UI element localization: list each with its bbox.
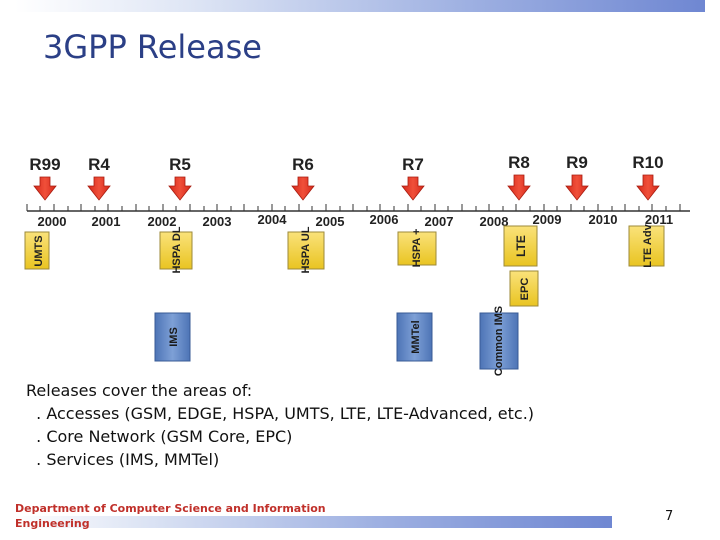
release-label-r99: R99 bbox=[29, 155, 60, 174]
feature-label-epc: EPC bbox=[519, 278, 531, 301]
footer-decorative-bar bbox=[15, 516, 612, 528]
year-label-2000: 2000 bbox=[38, 214, 67, 229]
top-decorative-bar bbox=[15, 0, 705, 12]
feature-epc: EPC bbox=[509, 270, 539, 307]
feature-label-hspa-plus: HSPA + bbox=[411, 229, 423, 268]
slide-title: 3GPP Release bbox=[43, 28, 262, 66]
year-label-2001: 2001 bbox=[92, 214, 121, 229]
service-label-common-ims: Common IMS bbox=[493, 306, 505, 376]
service-mmtel: MMTel bbox=[396, 312, 433, 362]
page-number: 7 bbox=[665, 509, 674, 524]
release-label-r6: R6 bbox=[292, 155, 314, 174]
release-arrow-r7 bbox=[401, 176, 425, 201]
release-label-r7: R7 bbox=[402, 155, 424, 174]
feature-hspa-ul: HSPA UL bbox=[287, 226, 325, 274]
feature-label-umts: UMTS bbox=[33, 235, 45, 266]
release-timeline-diagram: R99 R4 R5 R6 R7 R8 R9 R10 bbox=[24, 153, 690, 376]
release-arrow-r6 bbox=[291, 176, 315, 201]
year-label-2003: 2003 bbox=[203, 214, 232, 229]
description-intro: Releases cover the areas of: bbox=[26, 381, 253, 400]
description-bullet-accesses: . Accesses (GSM, EDGE, HSPA, UMTS, LTE, … bbox=[26, 402, 534, 425]
release-arrow-r4 bbox=[87, 176, 111, 201]
year-label-2004: 2004 bbox=[258, 212, 288, 227]
service-ims: IMS bbox=[154, 312, 191, 362]
department-line-2: Engineering bbox=[15, 517, 90, 530]
department-line-1: Department of Computer Science and Infor… bbox=[15, 502, 326, 515]
release-label-r8: R8 bbox=[508, 153, 530, 172]
feature-hspa-plus: HSPA + bbox=[397, 229, 437, 268]
service-label-mmtel: MMTel bbox=[410, 320, 422, 353]
release-label-r4: R4 bbox=[88, 155, 110, 174]
release-label-r10: R10 bbox=[632, 153, 663, 172]
year-label-2011: 2011 bbox=[645, 212, 673, 227]
year-label-2006: 2006 bbox=[370, 212, 399, 227]
description-bullet-core-network: . Core Network (GSM Core, EPC) bbox=[26, 425, 534, 448]
department-footer: Department of Computer Science and Infor… bbox=[15, 501, 326, 531]
description-bullet-services: . Services (IMS, MMTel) bbox=[26, 448, 534, 471]
year-label-2007: 2007 bbox=[425, 214, 454, 229]
release-arrow-r10 bbox=[636, 174, 660, 201]
year-label-2010: 2010 bbox=[589, 212, 618, 227]
year-label-2008: 2008 bbox=[480, 214, 509, 229]
release-arrow-r9 bbox=[565, 174, 589, 201]
release-arrow-r99 bbox=[33, 176, 57, 201]
service-label-ims: IMS bbox=[168, 327, 180, 347]
feature-label-lte-adv: LTE Adv bbox=[642, 223, 654, 267]
releases-description: Releases cover the areas of: . Accesses … bbox=[26, 379, 534, 471]
feature-lte: LTE bbox=[503, 225, 538, 267]
release-arrow-r8 bbox=[507, 174, 531, 201]
feature-lte-adv: LTE Adv bbox=[628, 223, 665, 268]
release-label-r5: R5 bbox=[169, 155, 191, 174]
feature-umts: UMTS bbox=[24, 231, 50, 270]
feature-label-lte: LTE bbox=[514, 235, 528, 257]
year-label-2002: 2002 bbox=[148, 214, 177, 229]
feature-label-hspa-dl: HSPA DL bbox=[171, 226, 183, 273]
description-bullet-accesses-text: . Accesses (GSM, EDGE, HSPA, UMTS, LTE, … bbox=[36, 404, 535, 423]
year-label-2005: 2005 bbox=[316, 214, 345, 229]
release-label-r9: R9 bbox=[566, 153, 588, 172]
timeline-ticks bbox=[26, 204, 681, 211]
description-bullet-services-text: . Services (IMS, MMTel) bbox=[36, 450, 220, 469]
release-arrow-r5 bbox=[168, 176, 192, 201]
service-common-ims: Common IMS bbox=[479, 306, 519, 376]
description-bullet-core-network-text: . Core Network (GSM Core, EPC) bbox=[36, 427, 293, 446]
year-label-2009: 2009 bbox=[533, 212, 562, 227]
feature-label-hspa-ul: HSPA UL bbox=[300, 226, 312, 273]
feature-hspa-dl: HSPA DL bbox=[159, 226, 193, 274]
